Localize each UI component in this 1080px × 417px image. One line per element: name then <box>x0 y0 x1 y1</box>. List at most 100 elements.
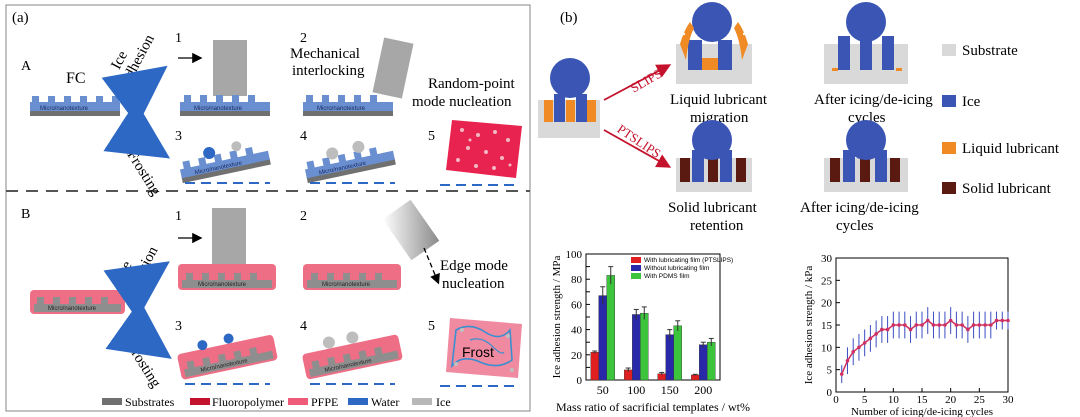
line-point <box>966 327 970 332</box>
legend-swatch-water <box>348 398 368 405</box>
bar <box>606 275 615 381</box>
line-point <box>857 345 861 350</box>
ptslips-after-cycles-structure <box>824 120 908 192</box>
line-point <box>931 323 936 327</box>
step-1-b-diagram: Micro/nanotexture <box>178 208 276 290</box>
panel-a: (a) A B FC Micro/nanotexture Iceadhesion… <box>5 4 531 412</box>
line-point <box>903 323 907 327</box>
initial-structure <box>538 58 600 138</box>
liquid-migration-structure <box>676 2 752 84</box>
line-point <box>937 323 941 327</box>
bar <box>691 374 700 381</box>
line-point <box>983 323 987 327</box>
line-point <box>989 323 993 327</box>
bar-legend-swatch <box>631 273 641 279</box>
arrow-ptslips <box>603 129 672 168</box>
line-y-axis-label: Ice adhesion strength / kPa <box>803 266 815 385</box>
step-4-b: 4 <box>300 319 307 334</box>
line-y-tick-label: 25 <box>821 275 833 287</box>
line-point <box>885 327 890 332</box>
bar-y-tick-label: 100 <box>566 249 583 261</box>
texture-label: Micro/nanotexture <box>40 106 89 112</box>
line-y-tick-label: 15 <box>821 320 833 332</box>
fc-label: FC <box>66 70 86 87</box>
line-x-tick-label: 25 <box>974 394 986 406</box>
solid-retention-structure <box>676 120 752 192</box>
arrow-slips <box>603 64 672 101</box>
panel-a-legend: Substrates Fluoropolymer PFPE Water Ice <box>102 395 451 409</box>
step-1-a: 1 <box>175 31 182 46</box>
step-1-b: 1 <box>175 209 182 224</box>
bar <box>632 314 641 381</box>
line-point <box>948 318 953 323</box>
line-x-axis-label: Number of icing/de-icing cycles <box>851 406 993 417</box>
panel-b-legend: Substrate Ice Liquid lubricant Solid lub… <box>942 43 1060 197</box>
step-4-b-diagram: Micro/nanotexture <box>302 331 403 380</box>
legend-substrate: Substrate <box>962 43 1018 59</box>
line-y-tick-label: 0 <box>827 387 833 399</box>
legend-fluoropolymer: Fluoropolymer <box>212 395 284 409</box>
step-2-a: 2 <box>300 31 307 46</box>
line-point <box>914 323 919 327</box>
legend-swatch-ice <box>412 398 432 405</box>
frost-patch: Frost <box>446 318 522 378</box>
step-3-b-diagram: Micro/nanotexture <box>177 333 278 380</box>
bar-y-tick-label: 60 <box>571 299 583 311</box>
step-3-b: 3 <box>175 319 182 334</box>
line-point <box>994 318 999 323</box>
step-2-b: 2 <box>300 209 307 224</box>
section-a-label: A <box>21 59 32 74</box>
arrow-frosting-b <box>105 299 172 359</box>
legend-swatch-pfpe <box>288 398 308 405</box>
line-point <box>839 372 844 376</box>
line-point <box>977 323 982 327</box>
arrow-ice-adhesion-b <box>103 261 170 320</box>
line-x-tick-label: 20 <box>945 394 957 406</box>
legend-swatch-substrate <box>942 44 956 56</box>
line-point <box>891 323 896 327</box>
line-point <box>960 323 964 327</box>
panel-a-label: (a) <box>12 10 29 26</box>
line-x-tick-label: 15 <box>917 394 929 406</box>
bar-y-tick-label: 80 <box>571 274 583 286</box>
svg-text:Micro/nanotexture: Micro/nanotexture <box>322 282 371 288</box>
svg-text:Micro/nanotexture: Micro/nanotexture <box>48 306 97 312</box>
line-point <box>908 327 913 332</box>
panel-b: (b) SLIPS PTSLIPS Liqui <box>538 2 1060 417</box>
legend-ice-b: Ice <box>962 94 981 110</box>
step-1-a-diagram: Micro/nanotexture <box>178 40 270 116</box>
bar <box>707 342 716 381</box>
svg-text:Micro/nanotexture: Micro/nanotexture <box>198 282 247 288</box>
random-nucleation-patch <box>446 120 522 178</box>
bar-x-axis-label: Mass ratio of sacrificial templates / wt… <box>556 400 750 414</box>
bar <box>673 325 682 381</box>
ice-adhesion-label-b: Iceadhesion <box>108 236 162 299</box>
bar <box>640 313 649 381</box>
bar-y-axis-label: Ice adhesion strength / MPa <box>551 255 563 378</box>
legend-swatch-liquid <box>942 142 956 154</box>
bar-x-tick-label: 200 <box>694 383 712 397</box>
svg-text:Micro/nanotexture: Micro/nanotexture <box>317 106 366 112</box>
line-y-tick-label: 5 <box>827 365 833 377</box>
slips-label: SLIPS <box>628 66 665 96</box>
line-x-tick-label: 30 <box>1003 394 1015 406</box>
legend-water: Water <box>371 395 399 409</box>
bar-x-tick-label: 50 <box>597 383 609 397</box>
bar-legend-label: With PDMS film <box>644 273 690 280</box>
arrow-frosting-a <box>103 100 171 159</box>
bar-y-tick-label: 0 <box>577 375 583 387</box>
legend-pfpe: PFPE <box>311 395 338 409</box>
bar-legend-label: With lubricating film (PTSLIPS) <box>644 257 733 264</box>
bar <box>665 334 674 381</box>
legend-substrates: Substrates <box>125 395 175 409</box>
legend-solid-lubricant: Solid lubricant <box>962 181 1052 197</box>
fc-surface-a: Micro/nanotexture <box>30 96 120 116</box>
legend-liquid-lubricant: Liquid lubricant <box>962 141 1060 157</box>
